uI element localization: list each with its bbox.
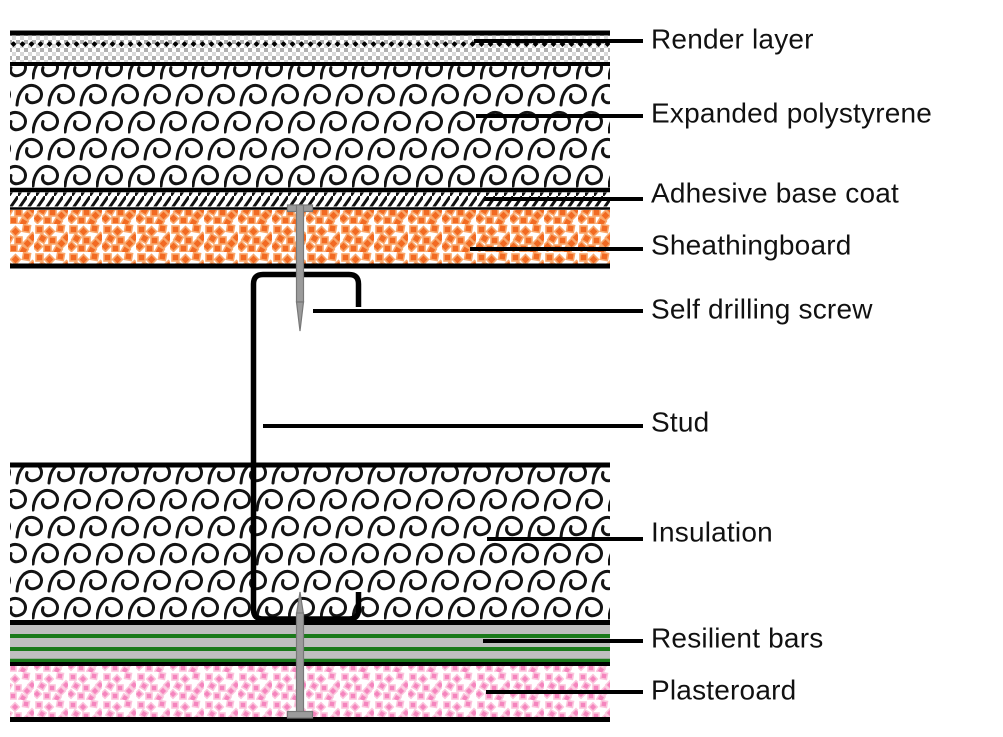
sheathingboard-label: Sheathingboard [651,229,852,261]
adhesive-base-coat-band [10,192,610,207]
sheathingboard-band [10,210,610,264]
resilient-bars-band [10,624,610,662]
screw-top-tip [295,301,305,332]
screw-bottom-shaft [295,612,305,713]
screw-top-shaft [295,204,305,303]
self-drilling-screw-top [286,204,314,332]
plasterboard-label: Plasteroard [651,674,797,706]
resilient-bars-green-lines [10,634,610,663]
insulation-band [10,467,610,621]
leader-lines [263,39,643,694]
expanded-polystyrene-label: Expanded polystyrene [651,97,933,129]
expanded-polystyrene-band [10,66,610,188]
self-drilling-screw-bottom [286,591,314,719]
insulation-label: Insulation [651,516,773,548]
render-layer-label: Render layer [651,23,814,55]
screw-bottom-head [286,710,314,719]
stud-channel [250,271,362,622]
layer-boundary-lines [10,30,610,722]
self-drilling-screw-label: Self drilling screw [651,293,873,325]
render-layer-dotted-line [10,41,610,49]
resilient-bars-label: Resilient bars [651,622,824,654]
adhesive-base-coat-label: Adhesive base coat [651,177,899,209]
stud-label: Stud [651,406,710,438]
